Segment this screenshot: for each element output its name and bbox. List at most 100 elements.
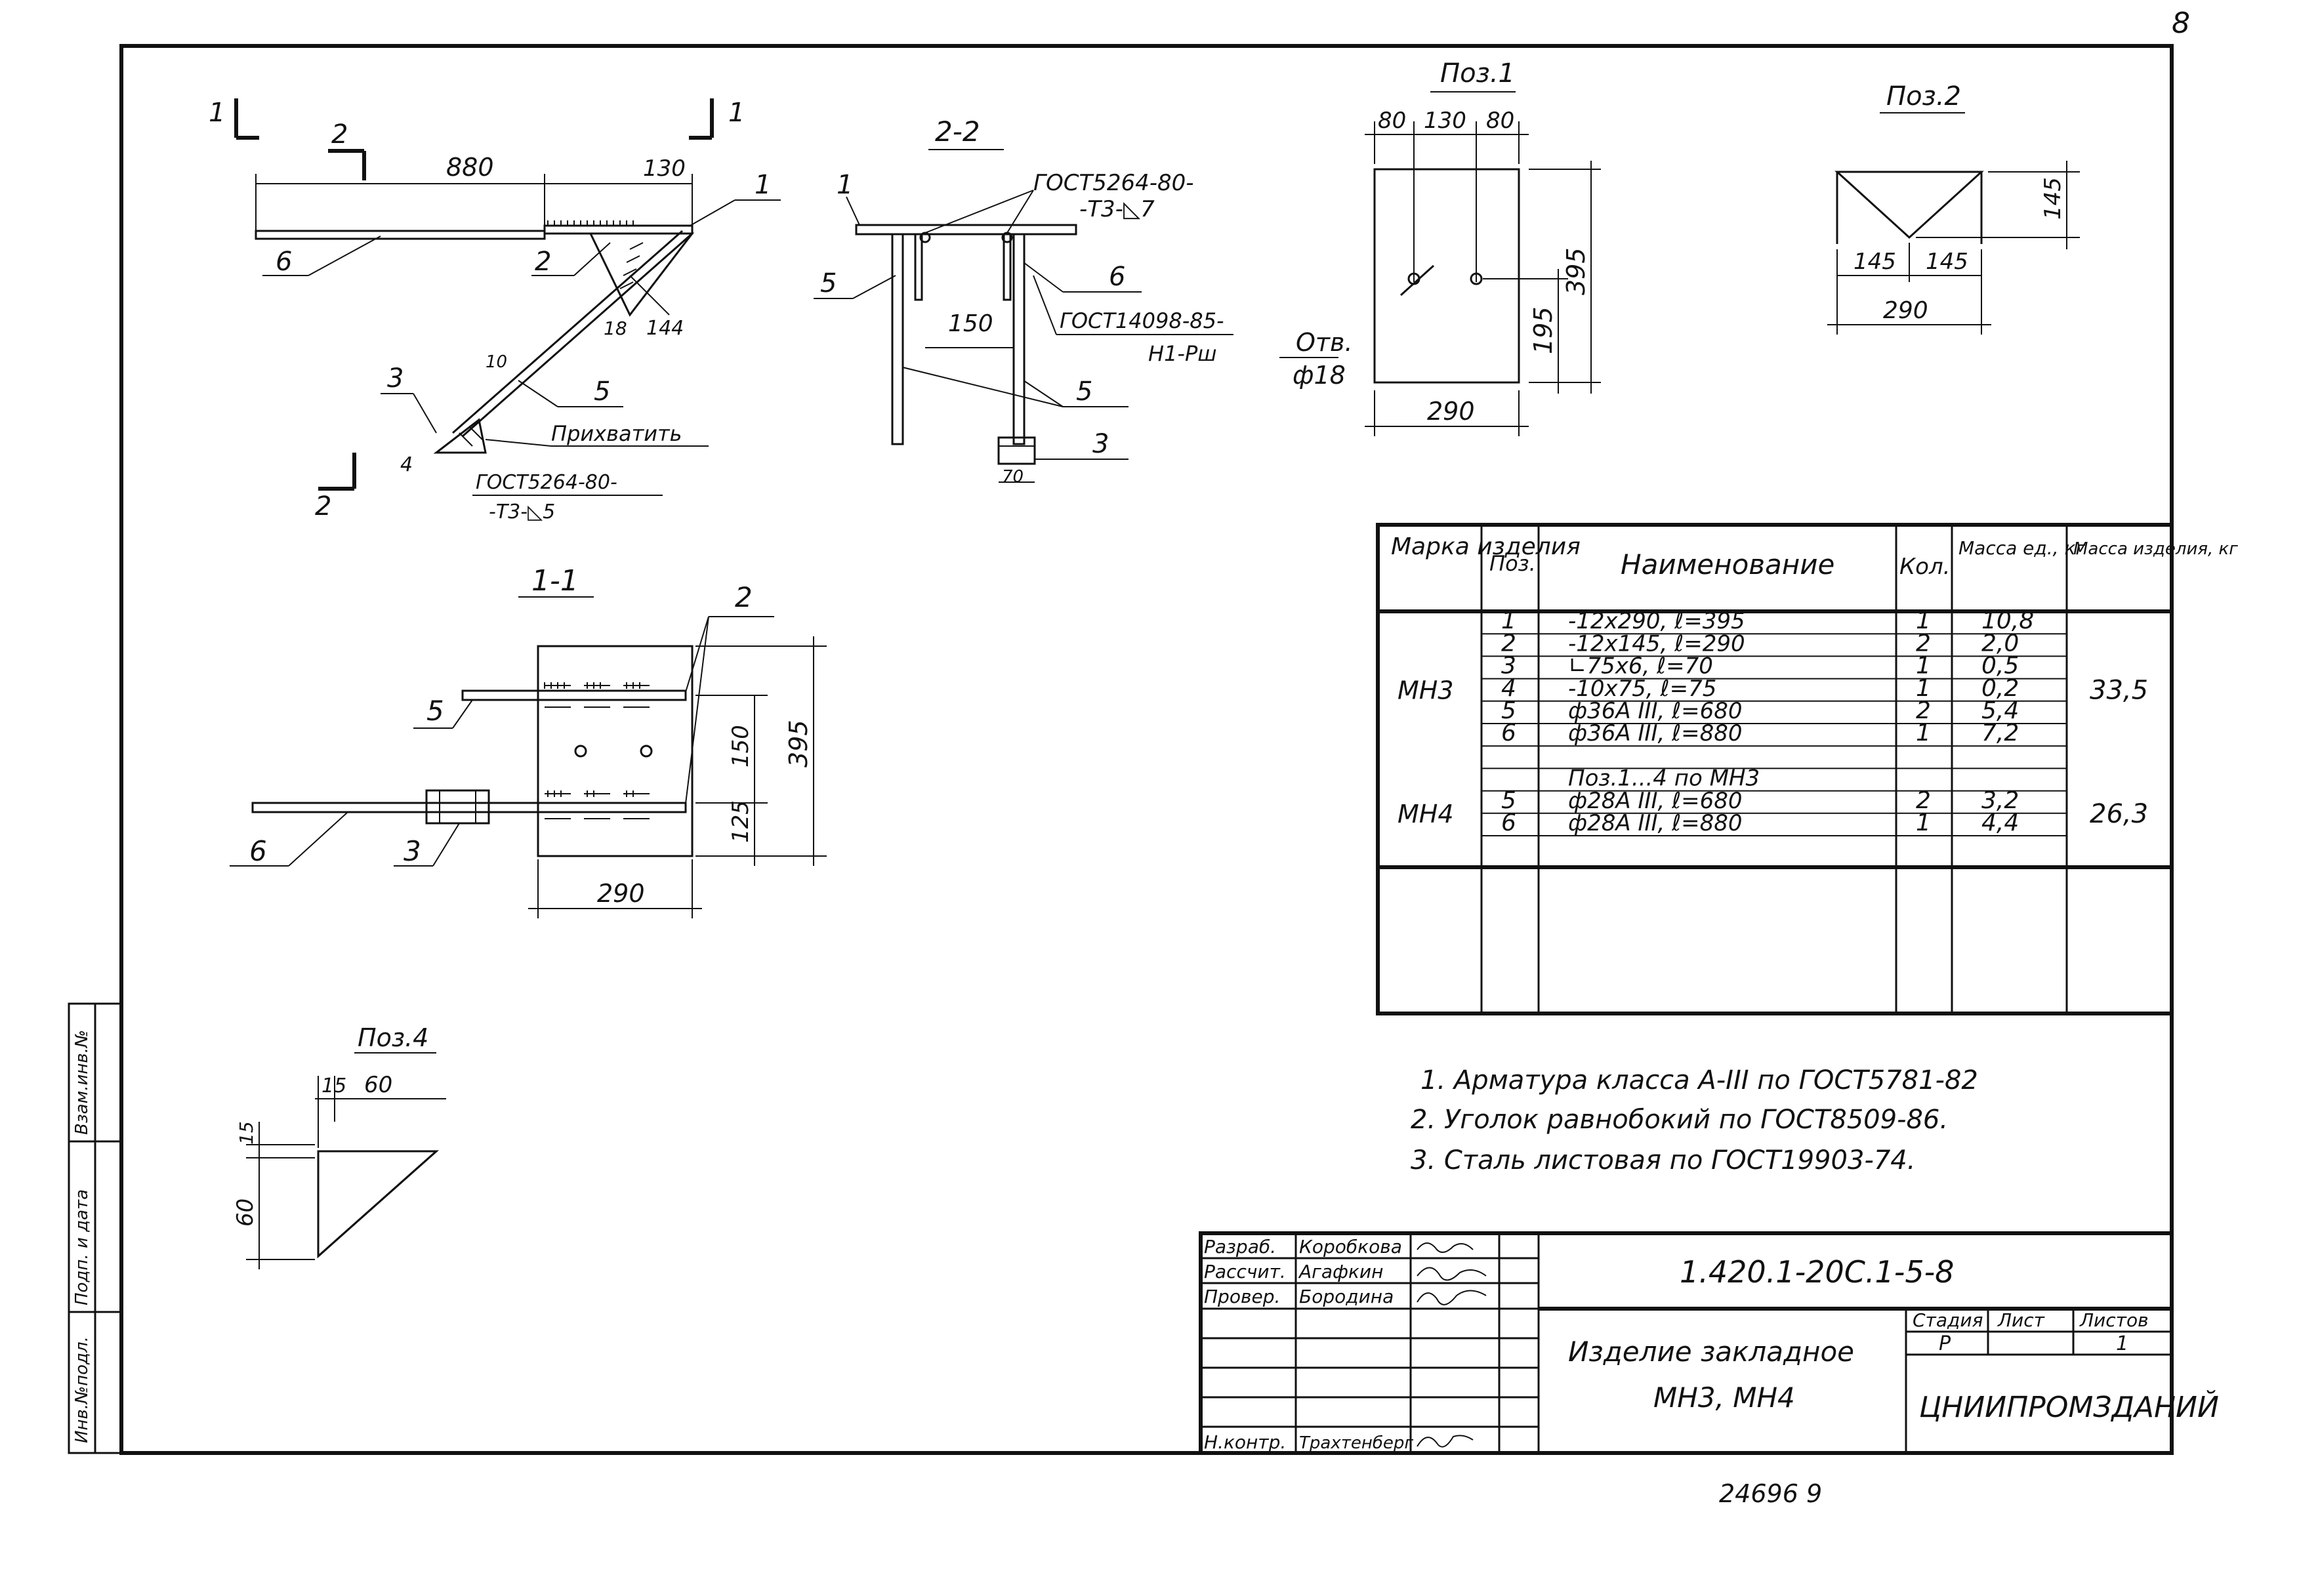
name-developer: Коробкова xyxy=(1299,1236,1402,1258)
dim-2-2-150: 150 xyxy=(948,310,993,337)
cell-name: ф36А III, ℓ=880 xyxy=(1568,720,1743,747)
name-norm-control: Трахтенберг xyxy=(1299,1433,1413,1453)
cell-qty: 1 xyxy=(1916,720,1931,747)
note-2: 2. Уголок равнобокий по ГОСТ8509-86. xyxy=(1411,1105,1948,1135)
cell-pos: 1 xyxy=(1501,607,1516,634)
pos1-dim-130: 130 xyxy=(1424,108,1466,134)
dim-880: 880 xyxy=(446,153,494,182)
note-1: 1. Арматура класса А-III по ГОСТ5781-82 xyxy=(1420,1065,1978,1095)
strip-inv-label: Инв.№подл. xyxy=(72,1336,92,1443)
main-pos-4-label: 4 xyxy=(400,453,413,476)
weld-1-line-1: ГОСТ5264-80- xyxy=(476,471,617,494)
cell-qty: 2 xyxy=(1916,630,1931,657)
pos4-dim-60b: 60 xyxy=(232,1198,259,1227)
strip-replace-label: Взам.инв.№ xyxy=(72,1030,92,1135)
sheets-value: 1 xyxy=(2116,1332,2128,1355)
title-line-1: Изделие закладное xyxy=(1568,1336,1854,1368)
cut-2-bottom-label: 2 xyxy=(315,491,331,522)
s11-dim-395: 395 xyxy=(784,720,813,767)
pos4-dim-15a: 15 xyxy=(321,1074,346,1097)
pos-1-detail: Поз.1 80 130 80 395 195 290 Отв. ф18 xyxy=(1279,58,1601,436)
cell-pos: 6 xyxy=(1501,809,1516,836)
cell-mass: 3,2 xyxy=(1981,787,2019,814)
pos2-title: Поз.2 xyxy=(1886,81,1961,112)
pos2-dim-145-a: 145 xyxy=(1854,249,1896,275)
sheet-label: Лист xyxy=(1997,1309,2045,1331)
spec-table: Марка изделия Поз. Наименование Кол. Мас… xyxy=(1376,523,2238,1015)
cell-name: -10х75, ℓ=75 xyxy=(1568,676,1716,702)
main-pos-3-label: 3 xyxy=(387,363,404,394)
signature-2 xyxy=(1417,1267,1487,1281)
cell-name: ф28А III, ℓ=880 xyxy=(1568,810,1743,836)
title-line-2: МН3, МН4 xyxy=(1653,1381,1795,1414)
cell-name: -12х290, ℓ=395 xyxy=(1568,608,1745,634)
organization: ЦНИИПРОМЗДАНИЙ xyxy=(1919,1389,2219,1424)
hdr-mark: Марка изделия xyxy=(1391,533,1581,560)
doc-code: 1.420.1-20С.1-5-8 xyxy=(1680,1254,1954,1290)
pos1-dim-395: 395 xyxy=(1562,247,1590,295)
strip-sign-label: Подп. и дата xyxy=(72,1189,92,1305)
note-3: 3. Сталь листовая по ГОСТ19903-74. xyxy=(1411,1145,1915,1176)
cell-pos: 5 xyxy=(1501,787,1516,814)
s11-pos-3-label: 3 xyxy=(404,835,421,867)
sheets-label: Листов xyxy=(2079,1309,2149,1331)
pos1-hole-label-2: ф18 xyxy=(1293,361,1346,390)
pos1-dim-290: 290 xyxy=(1427,397,1475,426)
pos1-hole-label-1: Отв. xyxy=(1296,328,1353,357)
s11-dim-150: 150 xyxy=(728,725,754,767)
name-checked: Бородина xyxy=(1299,1286,1394,1307)
stage-value: Р xyxy=(1939,1332,1951,1355)
pos2-dim-145-h: 145 xyxy=(2040,177,2066,220)
cell-name: ∟75х6, ℓ=70 xyxy=(1568,653,1713,680)
weld-2-line-1: ГОСТ5264-80- xyxy=(1033,170,1194,196)
archive-number: 24696 9 xyxy=(1719,1479,1822,1508)
dim-144: 144 xyxy=(646,317,684,340)
section-2-2: 2-2 150 70 ГОСТ5264-80- -Т3-◺7 ГОСТ14098… xyxy=(814,115,1233,487)
pos1-dim-195: 195 xyxy=(1529,306,1558,354)
role-norm-control: Н.контр. xyxy=(1204,1431,1286,1453)
tack-weld-note: Прихватить xyxy=(551,421,682,446)
cell-qty: 2 xyxy=(1916,697,1931,724)
s22-pos-5-right-label: 5 xyxy=(1076,377,1092,407)
s11-pos-6-label: 6 xyxy=(249,835,267,867)
cut-1-right-label: 1 xyxy=(728,98,745,128)
cell-mass: 5,4 xyxy=(1981,697,2019,724)
section-1-1: 1-1 2 5 6 3 290 xyxy=(230,564,827,918)
binding-strip: Инв.№подл. Подп. и дата Взам.инв.№ xyxy=(68,1002,123,1454)
notes: 1. Арматура класса А-III по ГОСТ5781-82 … xyxy=(1411,1065,1978,1176)
cut-2-top-label: 2 xyxy=(331,119,348,150)
cell-mass: 4,4 xyxy=(1981,809,2019,836)
hdr-qty: Кол. xyxy=(1899,554,1950,580)
cell-mass: 0,5 xyxy=(1981,653,2019,680)
sheet-number: 8 xyxy=(2172,7,2190,40)
cell-mass: 7,2 xyxy=(1981,720,2019,747)
s11-dim-125: 125 xyxy=(728,800,754,843)
hdr-pos: Поз. xyxy=(1489,551,1536,576)
title-block: Разраб. Рассчит. Провер. Н.контр. Коробк… xyxy=(1199,1231,2219,1455)
pos4-dim-60a: 60 xyxy=(364,1072,392,1098)
weld-3-line-1: ГОСТ14098-85- xyxy=(1060,308,1224,333)
dim-10: 10 xyxy=(486,352,507,372)
cell-name: ф28А III, ℓ=680 xyxy=(1568,788,1743,814)
cell-qty: 1 xyxy=(1916,607,1931,634)
cell-pos: 3 xyxy=(1501,653,1516,680)
signature-3 xyxy=(1417,1290,1487,1305)
hdr-item-mass: Масса изделия, кг xyxy=(2073,539,2238,559)
cell-pos: 2 xyxy=(1501,630,1516,657)
cell-name: ф36А III, ℓ=680 xyxy=(1568,698,1743,724)
role-checked: Провер. xyxy=(1204,1286,1280,1307)
cell-pos: 4 xyxy=(1501,675,1516,702)
pos4-dim-15b: 15 xyxy=(236,1121,257,1145)
name-calculated: Агафкин xyxy=(1298,1261,1383,1282)
pos2-dim-145-b: 145 xyxy=(1926,249,1968,275)
cell-name: Поз.1...4 по МН3 xyxy=(1568,766,1760,792)
s22-pos-5-left-label: 5 xyxy=(820,268,837,298)
cell-mass: 0,2 xyxy=(1981,675,2019,702)
s11-pos-2-label: 2 xyxy=(735,581,753,613)
main-pos-1-label: 1 xyxy=(755,170,771,200)
s11-pos-5-label: 5 xyxy=(426,695,444,727)
cell-qty: 1 xyxy=(1916,653,1931,680)
main-pos-5-label: 5 xyxy=(594,377,610,407)
role-calculated: Рассчит. xyxy=(1204,1261,1286,1282)
